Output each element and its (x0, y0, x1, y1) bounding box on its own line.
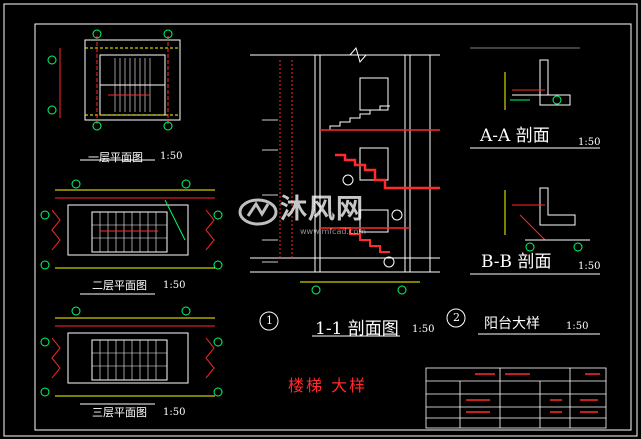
plan-3-scale: 1:50 (163, 407, 186, 418)
title-block-linework (425, 367, 607, 429)
section-marker: 1 (266, 314, 273, 327)
plan-1-title: 一层平面图 (88, 151, 143, 164)
plan-1-linework (47, 29, 181, 161)
balcony-scale: 1:50 (566, 321, 589, 332)
plan-2-linework (40, 179, 223, 295)
detail-bb-linework (470, 187, 600, 275)
balcony-marker: 2 (453, 311, 460, 324)
detail-bb-title: B-B 剖面 (481, 252, 552, 272)
detail-bb-scale: 1:50 (578, 261, 601, 272)
watermark-text: 沐风网 (280, 194, 364, 225)
plan-1-scale: 1:50 (160, 151, 183, 162)
plan-2-title: 二层平面图 (92, 279, 147, 292)
plan-2-scale: 1:50 (163, 280, 186, 291)
section-title: 1-1 剖面图 (315, 319, 399, 339)
detail-aa-title: A-A 剖面 (480, 126, 550, 146)
detail-aa-scale: 1:50 (578, 137, 601, 148)
plan-3-linework (40, 306, 223, 405)
watermark-url: www.mfcad.com (300, 227, 367, 236)
section-scale: 1:50 (412, 324, 435, 335)
section-linework (250, 46, 440, 337)
sheet-title: 楼梯 大样 (288, 376, 368, 395)
watermark-logo-mark (238, 198, 278, 226)
plan-3-title: 三层平面图 (92, 406, 147, 419)
balcony-title: 阳台大样 (484, 316, 540, 332)
detail-aa-linework (470, 47, 600, 149)
